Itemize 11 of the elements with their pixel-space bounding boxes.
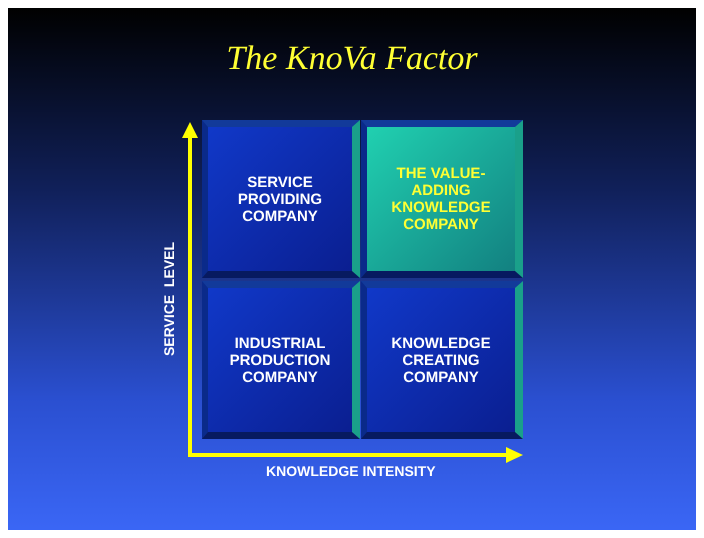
- matrix-quadrant: [202, 120, 360, 278]
- quadrant-label: THE VALUE-ADDING KNOWLEDGE COMPANY: [390, 165, 492, 233]
- quadrant-label: SERVICE PROVIDING COMPANY: [236, 174, 324, 224]
- matrix-quadrant: [202, 281, 360, 439]
- quadrant-label: INDUSTRIAL PRODUCTION COMPANY: [228, 334, 332, 386]
- matrix-quadrant: [361, 281, 523, 439]
- matrix-quadrant: [361, 120, 523, 278]
- y-axis-label: SERVICE LEVEL: [161, 242, 178, 356]
- quadrant-label: KNOWLEDGE CREATING COMPANY: [390, 334, 492, 386]
- slide-title: The KnoVa Factor: [225, 40, 479, 78]
- x-axis-label: KNOWLEDGE INTENSITY: [266, 463, 436, 479]
